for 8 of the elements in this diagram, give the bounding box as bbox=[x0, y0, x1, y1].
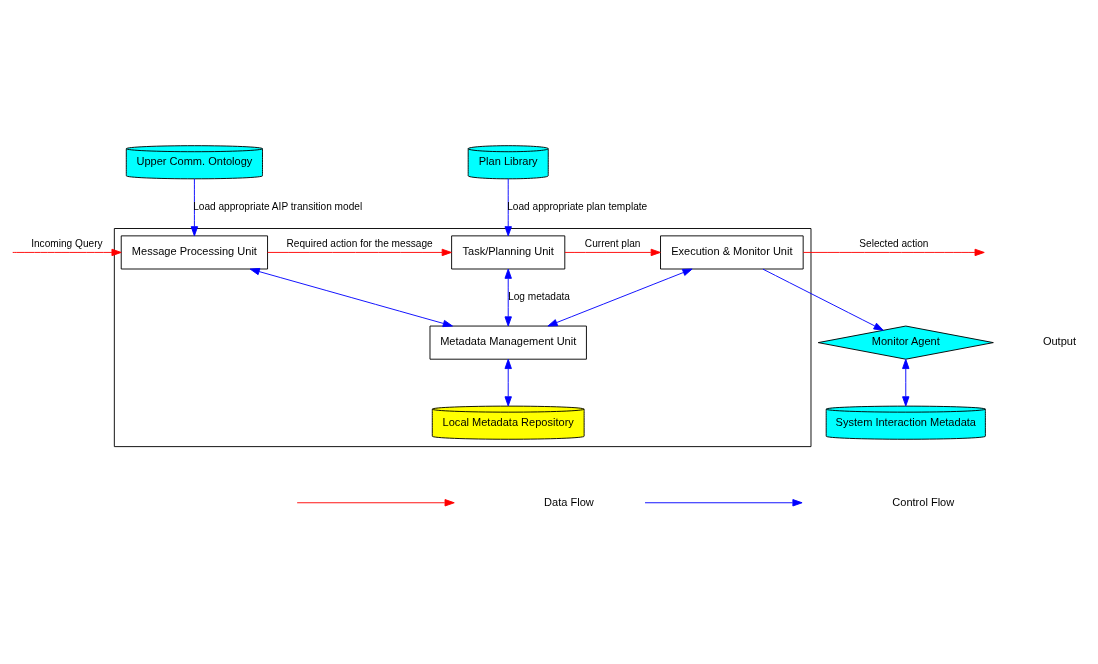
edge-label: Current plan bbox=[584, 237, 641, 249]
legend-label: Control Flow bbox=[892, 495, 955, 508]
edge-label: Incoming Query bbox=[31, 237, 103, 249]
legend-label: Data Flow bbox=[544, 495, 594, 508]
edge-label: Required action for the message bbox=[286, 237, 433, 249]
edge-label: Selected action bbox=[859, 237, 929, 249]
edge-label: Log metadata bbox=[508, 290, 570, 302]
label: Output bbox=[1042, 334, 1077, 347]
